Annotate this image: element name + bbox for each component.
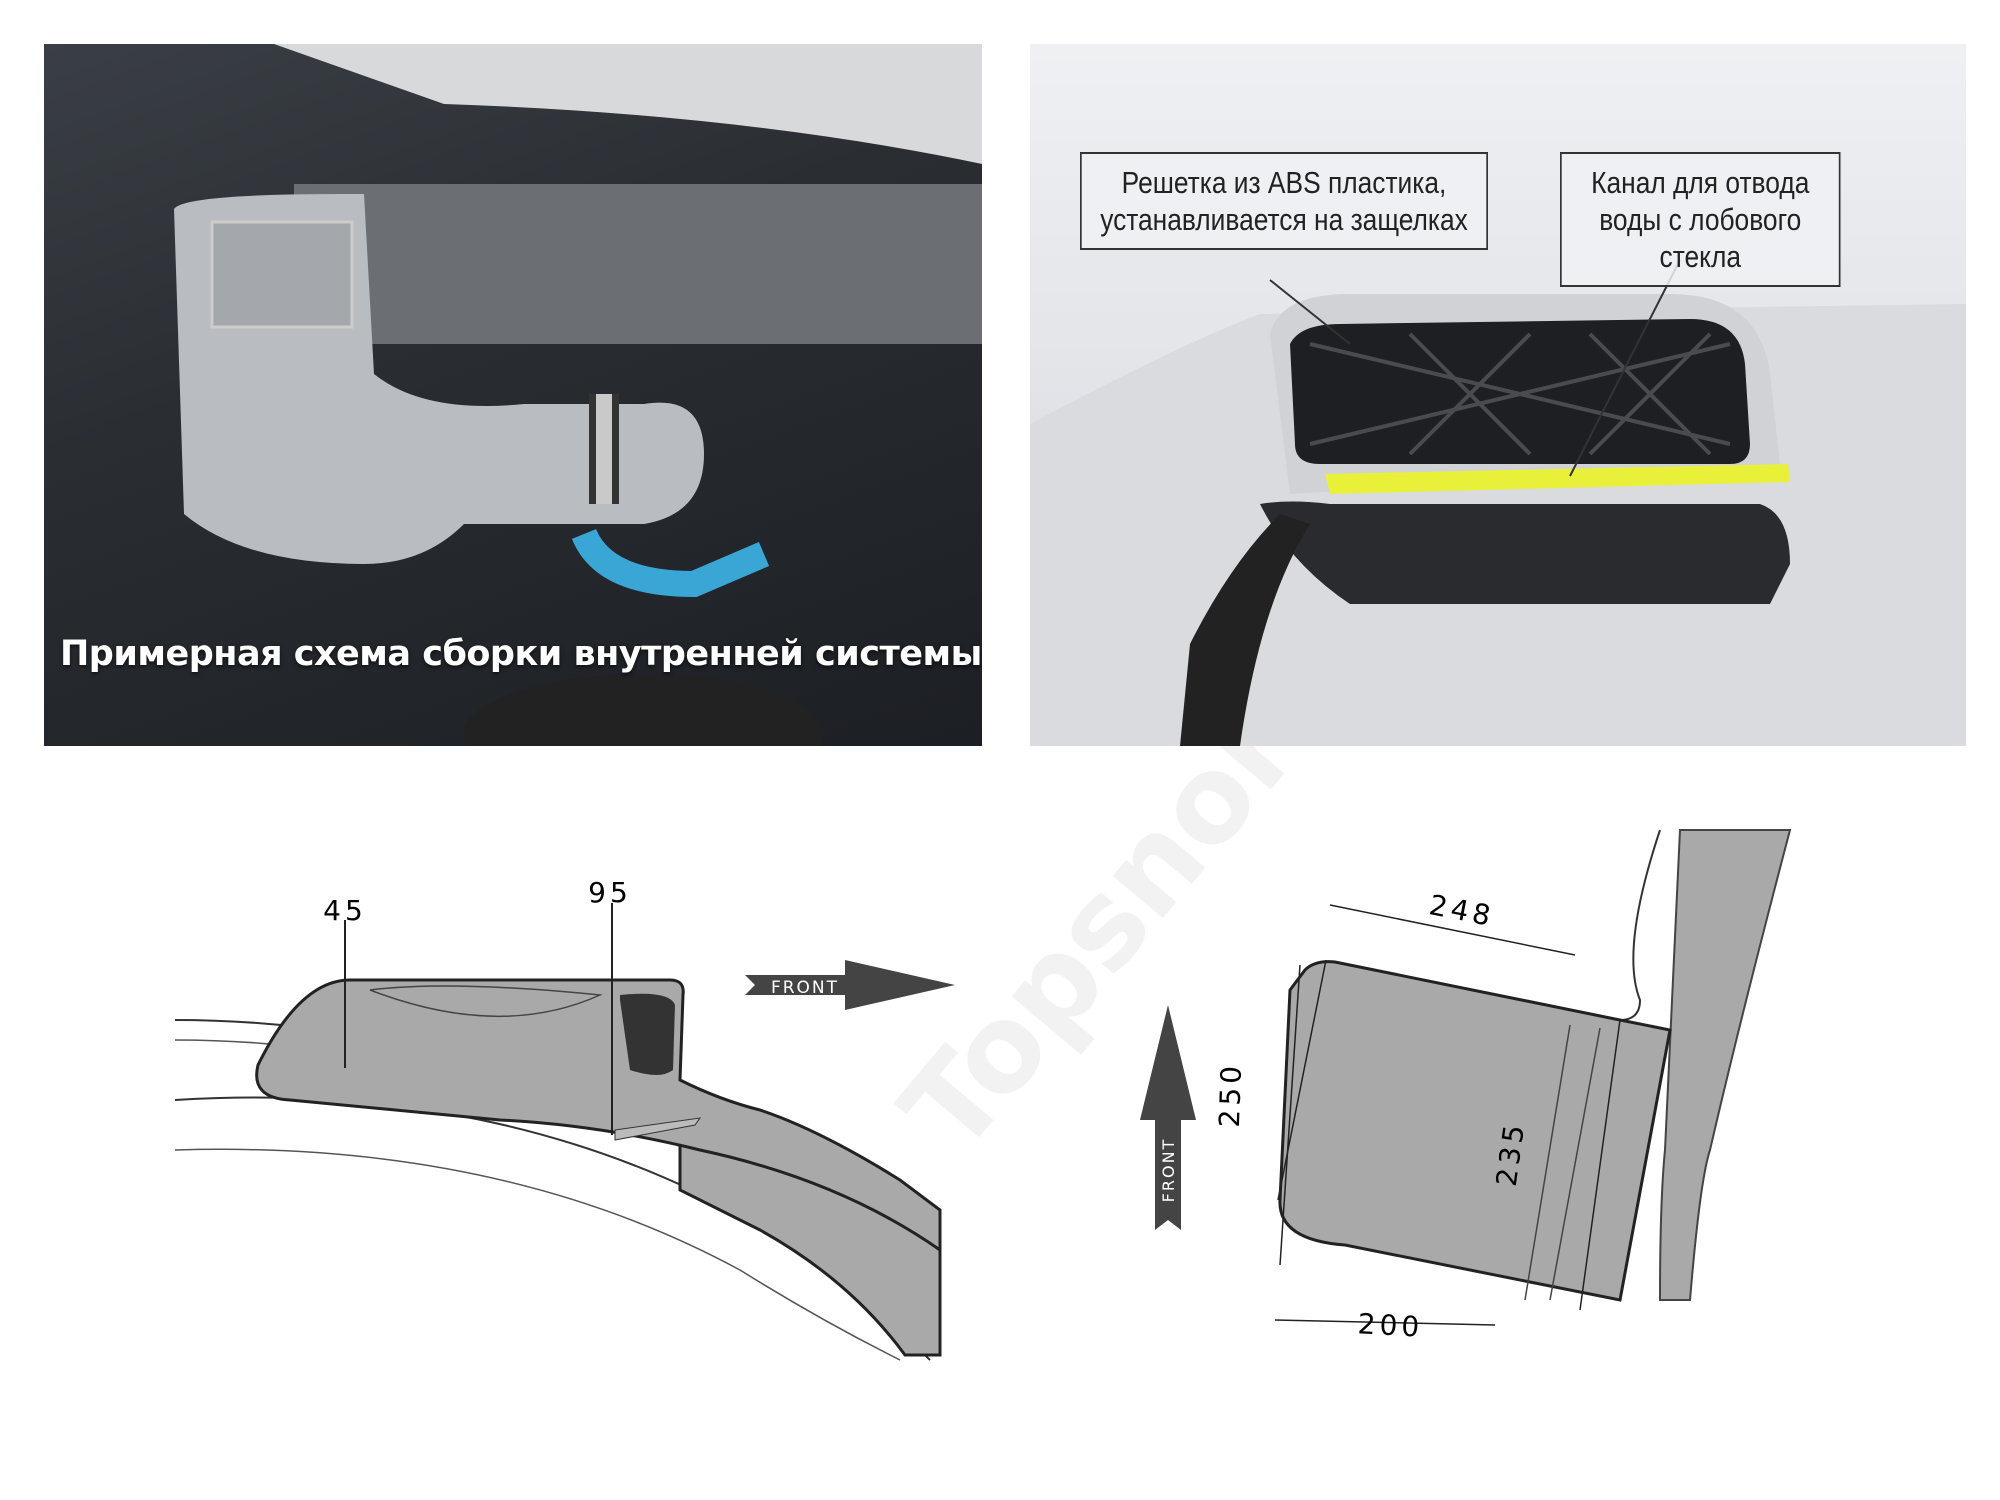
front-arrow-vertical: FRONT xyxy=(1140,1005,1196,1230)
dim-200-label: 200 xyxy=(1357,1307,1424,1343)
snorkel-side-outline xyxy=(255,978,942,1253)
assembly-caption: Примерная схема сборки внутренней систем… xyxy=(60,634,982,674)
front-arrow: FRONT xyxy=(745,960,955,1010)
dim-250-label: 250 xyxy=(1213,1061,1248,1128)
grille-photo: Решетка из ABS пластика, устанавливается… xyxy=(1030,44,1966,746)
dim-95-label: 95 xyxy=(588,876,632,909)
side-view-diagram: 45 95 FRONT xyxy=(174,876,955,1361)
snorkel-top-outline xyxy=(1278,960,1672,1302)
intake-opening xyxy=(620,993,675,1075)
svg-text:FRONT: FRONT xyxy=(1159,1138,1178,1203)
channel-callout: Канал для отвода воды с лобового стекла xyxy=(1560,152,1841,287)
svg-text:FRONT: FRONT xyxy=(771,978,839,998)
water-channel-highlight xyxy=(1325,464,1790,494)
engine-bay-illustration xyxy=(174,44,982,746)
grille-callout: Решетка из ABS пластика, устанавливается… xyxy=(1080,152,1488,250)
top-view-diagram: 248 250 235 200 FRONT xyxy=(1140,829,1792,1344)
hood-scoop-illustration xyxy=(1030,259,1966,746)
dim-45-label: 45 xyxy=(323,894,367,927)
assembly-photo: Примерная схема сборки внутренней систем… xyxy=(44,44,982,746)
